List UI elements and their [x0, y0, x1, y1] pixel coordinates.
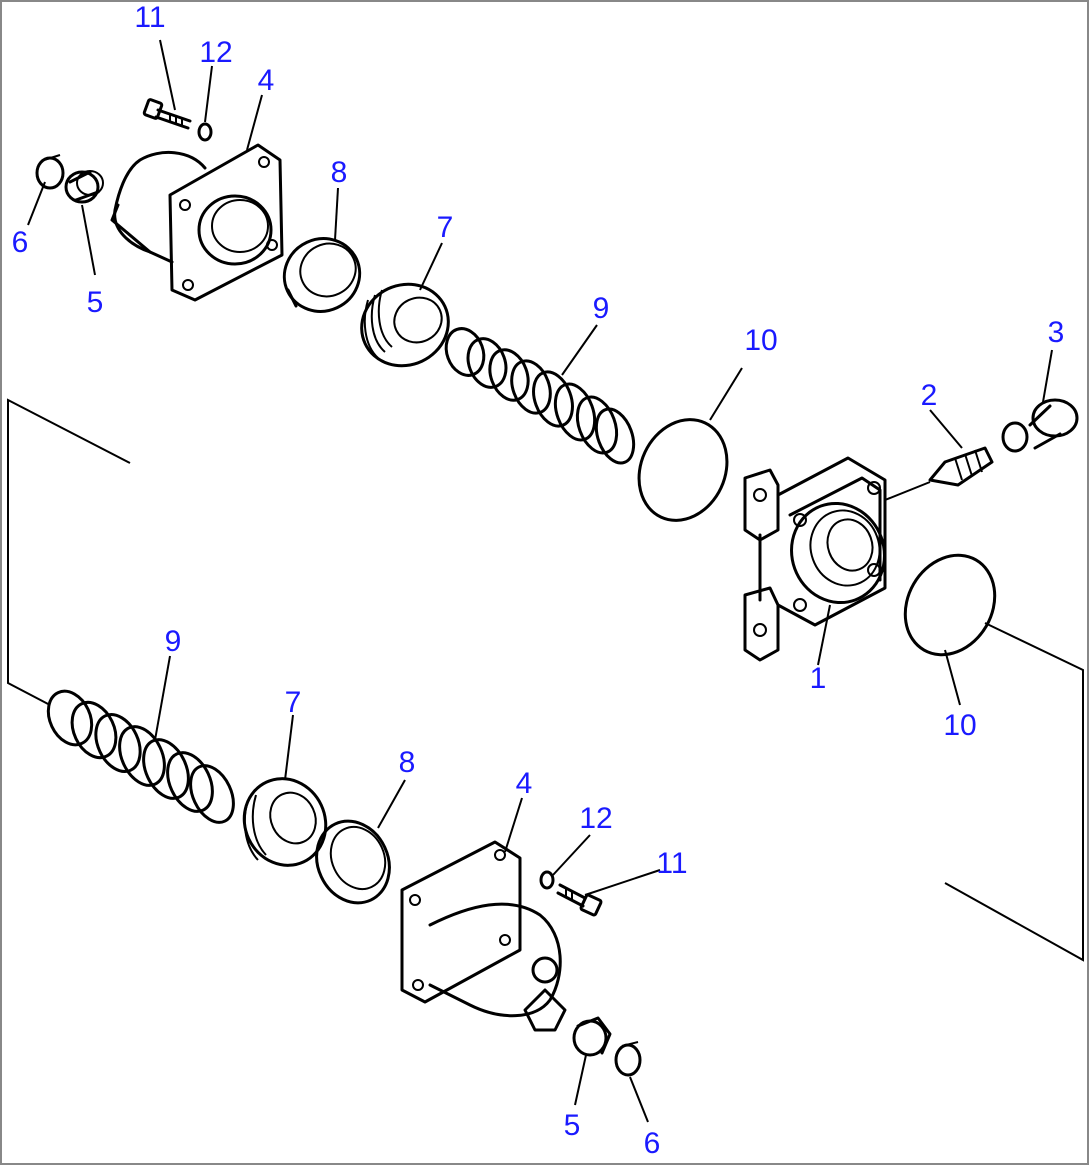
bolt-top — [142, 98, 192, 130]
callout-9-bottom: 9 — [165, 625, 182, 658]
callout-10-right: 10 — [943, 709, 976, 742]
callout-10-top: 10 — [744, 324, 777, 357]
plug — [1001, 398, 1079, 453]
callout-1: 1 — [810, 662, 827, 695]
ring-top — [282, 237, 362, 313]
callout-labels: 11 12 4 6 5 8 7 9 10 3 2 1 10 9 7 8 4 12… — [12, 1, 1065, 1160]
callout-12-bottom: 12 — [579, 802, 612, 835]
callout-12-top: 12 — [199, 36, 232, 69]
callout-5-top: 5 — [87, 286, 104, 319]
callout-11-bottom: 11 — [656, 847, 687, 880]
callout-2: 2 — [921, 379, 938, 412]
o-ring-top — [637, 418, 729, 522]
callout-6-bottom: 6 — [644, 1127, 661, 1160]
washer-top — [197, 122, 213, 142]
phantom-lines — [7, 398, 1084, 962]
fitting — [884, 446, 994, 501]
callout-4-top: 4 — [258, 64, 275, 97]
bushing-top — [64, 170, 104, 204]
body-center — [743, 456, 887, 662]
leader-lines — [27, 39, 1053, 1123]
ring-bottom — [315, 819, 391, 905]
cover-top — [110, 143, 284, 302]
callout-11-top: 11 — [134, 1, 165, 34]
callout-8-top: 8 — [331, 156, 348, 189]
bushing-bottom — [572, 1016, 612, 1057]
callout-7-bottom: 7 — [285, 686, 302, 719]
callout-3: 3 — [1048, 316, 1065, 349]
o-ring-right — [903, 553, 997, 657]
snap-ring-bottom — [614, 1041, 642, 1077]
piston-top — [360, 282, 450, 368]
piston-bottom — [242, 777, 328, 867]
callout-8-bottom: 8 — [399, 746, 416, 779]
callout-9-top: 9 — [593, 292, 610, 325]
washer-bottom — [539, 870, 555, 890]
snap-ring-top — [35, 154, 65, 190]
callout-4-bottom: 4 — [516, 767, 533, 800]
spring-bottom — [46, 689, 235, 824]
cover-bottom — [400, 840, 567, 1032]
callout-6-top: 6 — [12, 226, 29, 259]
bolt-bottom — [556, 883, 603, 917]
callout-5-bottom: 5 — [564, 1109, 581, 1142]
callout-7-top: 7 — [437, 211, 454, 244]
spring-top — [444, 327, 636, 465]
